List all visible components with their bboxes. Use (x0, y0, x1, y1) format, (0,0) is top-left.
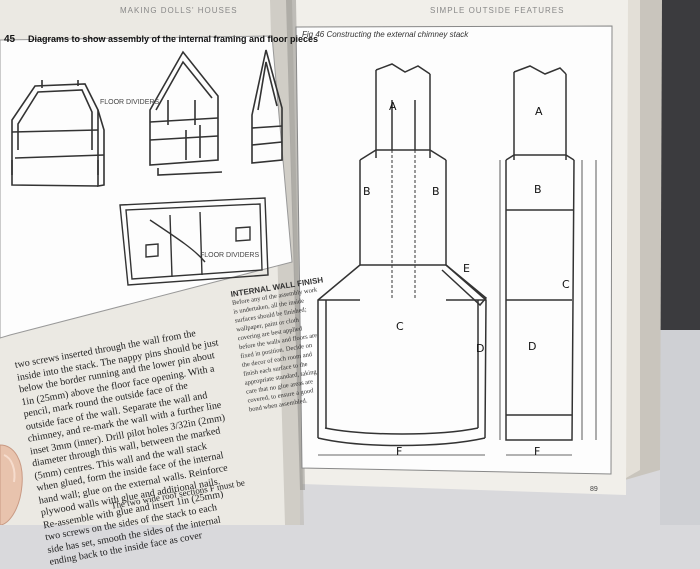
thumb-photo (0, 444, 23, 525)
label-f-right: F (534, 445, 541, 458)
label-f-left: F (396, 445, 403, 458)
figure-number-left: 45 (4, 34, 16, 45)
label-b-right: B (432, 185, 440, 198)
book-pages-drawing (0, 0, 700, 525)
label-e: E (463, 262, 470, 275)
label-b-right-stack: B (534, 183, 542, 196)
label-d-left: D (476, 342, 485, 355)
page-number: 89 (590, 486, 598, 493)
right-running-head: SIMPLE OUTSIDE FEATURES (430, 6, 565, 15)
label-d-right: D (528, 340, 537, 353)
figure-caption-right: Fig 46 Constructing the external chimney… (302, 30, 469, 39)
label-a-left: A (389, 100, 397, 113)
floor-dividers-label-2: FLOOR DIVIDERS (200, 252, 260, 259)
label-c-left: C (396, 320, 404, 333)
label-b-left: B (363, 185, 371, 198)
floor-dividers-label: FLOOR DIVIDERS (100, 99, 160, 106)
label-a-right: A (535, 105, 543, 118)
label-c-right: C (562, 278, 570, 291)
figure-title-left: Diagrams to show assembly of the interna… (28, 34, 319, 44)
left-running-head: MAKING DOLLS' HOUSES (120, 6, 238, 15)
